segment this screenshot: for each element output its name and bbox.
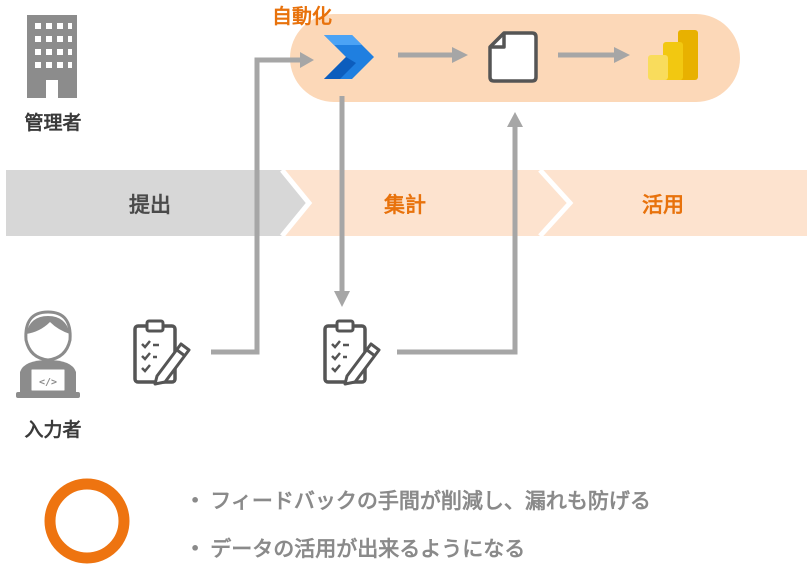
person-laptop-icon: </>	[16, 310, 80, 398]
clipboard-checklist-icon	[323, 319, 381, 386]
clipboard-checklist-icon	[133, 319, 191, 386]
arrow-form-to-document	[397, 126, 518, 355]
document-icon	[488, 31, 538, 83]
bullet-dot: •	[190, 539, 201, 558]
role-label-admin: 管理者	[24, 112, 82, 134]
flow-arrows	[211, 52, 614, 355]
arrowhead	[614, 47, 630, 63]
stage-aggregate-shape	[282, 170, 570, 236]
stage-label-aggregate: 集計	[384, 193, 426, 217]
benefit-item: • フィードバックの手間が削減し、漏れも防げる	[190, 486, 651, 516]
benefit-text: フィードバックの手間が削減し、漏れも防げる	[210, 489, 651, 513]
stage-label-submit: 提出	[129, 193, 171, 217]
power-automate-icon	[324, 35, 374, 79]
stage-divider	[280, 168, 313, 238]
automation-label: 自動化	[272, 4, 332, 28]
benefit-item: • データの活用が出来るようになる	[190, 534, 651, 564]
arrowhead	[507, 112, 523, 127]
bullet-dot: •	[190, 491, 201, 510]
stage-label-utilize: 活用	[642, 193, 684, 217]
stage-utilize-shape	[540, 170, 807, 236]
power-bi-icon	[648, 30, 698, 80]
benefit-list: • フィードバックの手間が削減し、漏れも防げる • データの活用が出来るようになる	[190, 486, 651, 582]
svg-text:</>: </>	[39, 377, 57, 388]
process-band	[6, 168, 807, 238]
arrow-heads	[300, 47, 630, 307]
role-label-submitter: 入力者	[24, 419, 82, 441]
arrowhead	[334, 291, 350, 307]
arrowhead	[452, 47, 468, 63]
stage-submit-shape	[6, 170, 309, 236]
stage-divider	[538, 168, 574, 238]
circle-ok-icon	[44, 478, 130, 564]
building-icon	[27, 15, 77, 98]
arrowhead	[300, 52, 314, 68]
benefit-text: データの活用が出来るようになる	[210, 537, 526, 561]
arrow-form-to-automate	[211, 57, 300, 355]
